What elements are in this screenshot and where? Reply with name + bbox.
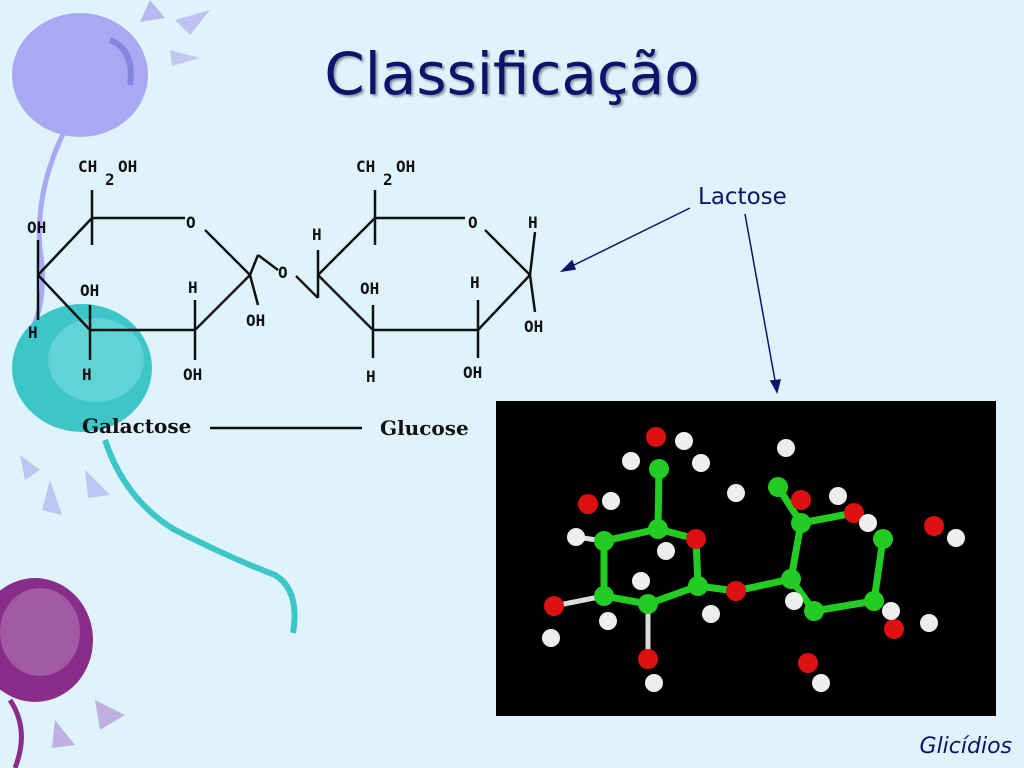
svg-text:H: H [366,367,376,386]
svg-text:H: H [312,225,322,244]
svg-text:OH: OH [396,157,415,176]
svg-text:OH: OH [463,363,482,382]
svg-text:2: 2 [383,170,393,189]
glucose-label: Glucose [380,416,469,440]
lactose-annotation: Lactose [698,184,787,210]
svg-text:CH: CH [356,157,375,176]
svg-text:H: H [188,278,198,297]
svg-text:O: O [278,263,288,282]
svg-text:OH: OH [80,281,99,300]
svg-text:H: H [528,213,538,232]
svg-text:O: O [468,213,478,232]
footer-topic: Glicídios [919,734,1012,759]
arrow-icon [559,207,781,395]
svg-text:OH: OH [118,157,137,176]
svg-text:H: H [470,273,480,292]
svg-text:OH: OH [183,365,202,384]
page-title: Classificação [324,40,700,108]
svg-text:H: H [82,365,92,384]
svg-text:OH: OH [27,218,46,237]
ball-and-stick-molecule [496,401,996,716]
svg-text:H: H [28,323,38,342]
svg-text:OH: OH [246,311,265,330]
galactose-label: Galactose [82,414,191,438]
svg-text:CH: CH [78,157,97,176]
svg-text:2: 2 [105,170,115,189]
svg-text:OH: OH [360,279,379,298]
svg-text:OH: OH [524,317,543,336]
svg-text:O: O [186,213,196,232]
